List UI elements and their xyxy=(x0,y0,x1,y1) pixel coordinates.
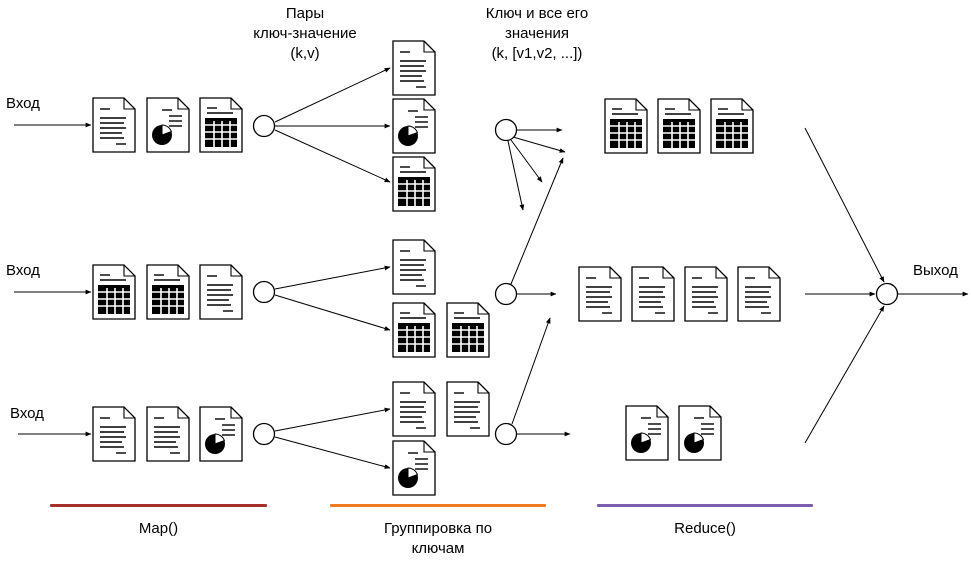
grouped-doc-pie-8 xyxy=(625,405,669,461)
nodes xyxy=(252,114,899,446)
output-label: Выход xyxy=(913,262,958,279)
pair-doc-table-6 xyxy=(446,302,490,358)
group-stage-label-line1: Группировка по xyxy=(383,520,493,537)
map-arrow-3b xyxy=(274,436,391,469)
reduce-stage-bar xyxy=(597,504,813,507)
pair-doc-table-5 xyxy=(392,302,436,358)
reduce-arrow-1 xyxy=(804,127,885,283)
grouped-doc-table-3 xyxy=(710,98,754,154)
key-values-header: Ключ и все его значения (k, [v1,v2, ...]… xyxy=(462,4,612,64)
shuffle-arrow-1d xyxy=(507,140,525,211)
reduce-stage-label: Reduce() xyxy=(674,520,736,537)
grouped-doc-pie-9 xyxy=(678,405,722,461)
grouped-doc-text-6 xyxy=(684,266,728,322)
input-label-1: Вход xyxy=(6,95,40,112)
grouped-doc-text-5 xyxy=(631,266,675,322)
input-doc-text-7 xyxy=(92,406,136,462)
pair-doc-pie-9 xyxy=(392,440,436,496)
grouped-doc-text-7 xyxy=(737,266,781,322)
key-values-header-line2: значения xyxy=(504,25,570,42)
pairs-header: Пары ключ-значение (k,v) xyxy=(230,4,380,64)
map-arrow-1a xyxy=(274,67,391,123)
input-doc-text-1 xyxy=(92,97,136,153)
key-values-header-line3: (k, [v1,v2, ...]) xyxy=(491,45,583,62)
input-doc-table-4 xyxy=(92,264,136,320)
map-arrow-1c xyxy=(274,129,391,183)
map-stage-label: Map() xyxy=(138,520,179,537)
pair-doc-text-8 xyxy=(446,381,490,437)
shuffle-arrow-1b xyxy=(512,136,566,153)
input-doc-text-6 xyxy=(199,264,243,320)
pair-doc-table-3 xyxy=(392,156,436,212)
output-node xyxy=(875,282,899,306)
pairs-header-line1: Пары xyxy=(285,5,325,22)
input-doc-text-8 xyxy=(146,406,190,462)
shuffle-node-1 xyxy=(494,118,518,142)
input-doc-table-5 xyxy=(146,264,190,320)
reduce-arrow-3 xyxy=(804,305,885,444)
group-stage-label: Группировка по ключам xyxy=(330,519,546,559)
shuffle-arrow-3a xyxy=(511,317,551,425)
key-values-header-line1: Ключ и все его xyxy=(485,5,589,22)
group-stage-bar xyxy=(330,504,546,507)
input-label-2: Вход xyxy=(6,262,40,279)
map-node-3 xyxy=(252,422,276,446)
grouped-doc-table-1 xyxy=(604,98,648,154)
input-doc-pie-9 xyxy=(199,406,243,462)
input-doc-table-3 xyxy=(199,97,243,153)
map-stage-bar xyxy=(50,504,267,507)
map-arrow-2b xyxy=(274,294,391,331)
grouped-doc-text-4 xyxy=(578,266,622,322)
shuffle-arrow-2a xyxy=(510,157,564,285)
shuffle-node-2 xyxy=(494,282,518,306)
pair-doc-text-1 xyxy=(392,40,436,96)
pair-doc-text-7 xyxy=(392,381,436,437)
input-label-3: Вход xyxy=(10,405,44,422)
map-node-2 xyxy=(252,280,276,304)
grouped-doc-table-2 xyxy=(657,98,701,154)
documents xyxy=(92,40,781,496)
input-doc-pie-2 xyxy=(146,97,190,153)
arrows xyxy=(14,67,969,469)
map-arrow-3a xyxy=(274,407,391,432)
shuffle-arrow-1c xyxy=(510,139,543,183)
pairs-header-line2: ключ-значение xyxy=(253,25,357,42)
group-stage-label-line2: ключам xyxy=(411,540,465,557)
pairs-header-line3: (k,v) xyxy=(290,45,320,62)
map-node-1 xyxy=(252,114,276,138)
pair-doc-text-4 xyxy=(392,239,436,295)
map-arrow-2a xyxy=(274,265,391,290)
pair-doc-pie-2 xyxy=(392,98,436,154)
shuffle-node-3 xyxy=(494,422,518,446)
